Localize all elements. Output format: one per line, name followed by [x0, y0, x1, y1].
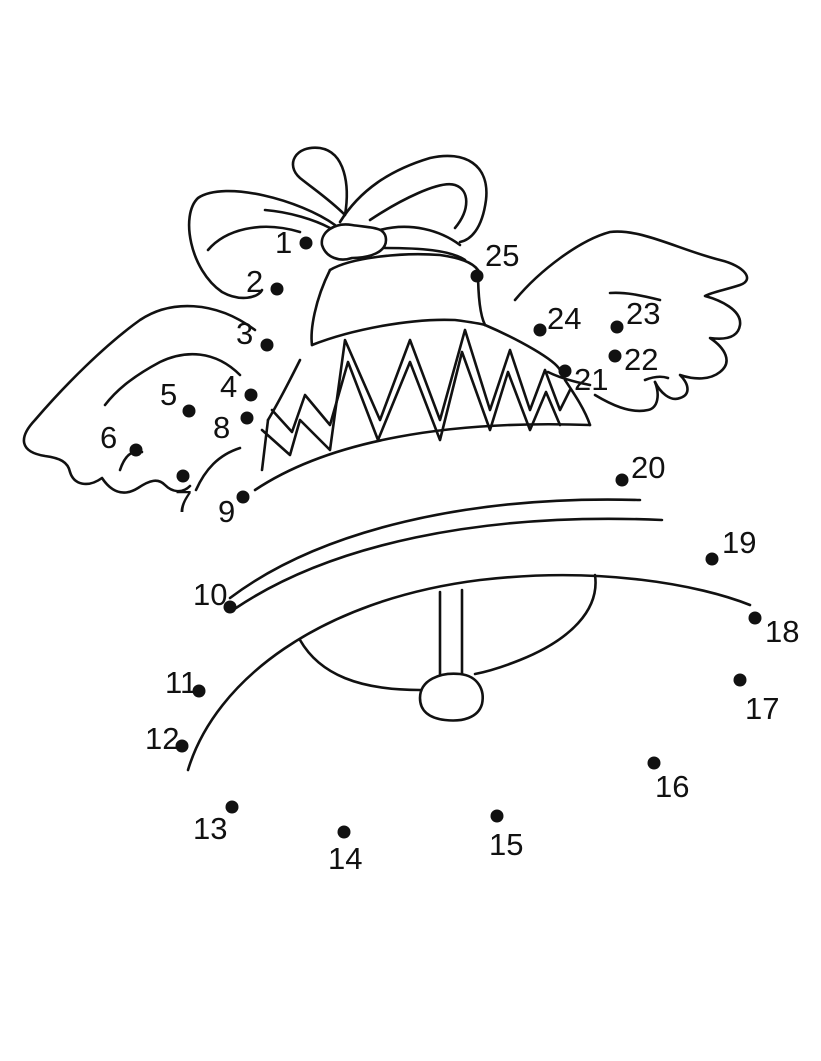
dot-number: 20	[631, 450, 665, 485]
dot-5: 5	[160, 377, 196, 418]
dot-marker	[129, 443, 143, 457]
dot-number: 18	[765, 614, 799, 649]
dot-marker	[610, 320, 624, 334]
dot-marker	[608, 349, 622, 363]
bell-band-drawing	[228, 422, 664, 610]
dot-19: 19	[705, 525, 756, 566]
dot-number: 7	[175, 484, 192, 519]
dot-number: 23	[626, 296, 660, 331]
dot-6: 6	[100, 420, 143, 457]
dot-marker	[558, 364, 572, 378]
dot-17: 17	[733, 673, 779, 726]
dot-number: 15	[489, 827, 523, 862]
dot-marker	[337, 825, 351, 839]
dot-marker	[733, 673, 747, 687]
dot-number: 19	[722, 525, 756, 560]
dot-marker	[176, 469, 190, 483]
dot-marker	[490, 809, 504, 823]
dot-number: 8	[213, 410, 230, 445]
dot-marker	[260, 338, 274, 352]
dot-marker	[748, 611, 762, 625]
dot-number: 9	[218, 494, 235, 529]
dot-marker	[533, 323, 547, 337]
bell-body-drawing	[260, 252, 592, 472]
dot-marker	[223, 600, 237, 614]
dot-number: 13	[193, 811, 227, 846]
dot-number: 4	[220, 369, 237, 404]
dot-3: 3	[236, 316, 274, 352]
dot-number: 12	[145, 721, 179, 756]
dot-2: 2	[246, 264, 284, 299]
dot-1: 1	[275, 225, 313, 260]
dot-number: 14	[328, 841, 362, 876]
dot-marker	[236, 490, 250, 504]
dot-marker	[705, 552, 719, 566]
dot-8: 8	[213, 410, 254, 445]
dot-marker	[182, 404, 196, 418]
dot-15: 15	[489, 809, 523, 862]
dot-marker	[225, 800, 239, 814]
dot-22: 22	[608, 342, 658, 377]
dot-number: 16	[655, 769, 689, 804]
dot-number: 5	[160, 377, 177, 412]
dot-12: 12	[145, 721, 189, 756]
dot-marker	[299, 236, 313, 250]
dot-marker	[175, 739, 189, 753]
dot-marker	[615, 473, 629, 487]
dot-9: 9	[218, 490, 250, 529]
dot-number: 6	[100, 420, 117, 455]
dot-number: 22	[624, 342, 658, 377]
dot-number: 2	[246, 264, 263, 299]
dot-4: 4	[220, 369, 258, 404]
left-wing-drawing	[22, 304, 257, 494]
dot-number: 17	[745, 691, 779, 726]
dot-14: 14	[328, 825, 362, 876]
dot-21: 21	[558, 362, 608, 397]
dot-number: 24	[547, 301, 581, 336]
dot-10: 10	[193, 577, 237, 614]
bow-drawing	[187, 146, 488, 300]
right-wing-drawing	[513, 230, 749, 413]
dot-number: 25	[485, 238, 519, 273]
dot-marker	[270, 282, 284, 296]
dot-marker	[240, 411, 254, 425]
dot-number: 11	[165, 665, 197, 700]
dot-number: 3	[236, 316, 253, 351]
dot-number: 21	[574, 362, 608, 397]
dot-marker	[647, 756, 661, 770]
dot-24: 24	[533, 301, 581, 337]
bell-mouth-drawing	[186, 573, 752, 772]
dot-23: 23	[610, 296, 660, 334]
dot-number: 10	[193, 577, 227, 612]
dot-marker	[244, 388, 258, 402]
dot-marker	[470, 269, 484, 283]
dot-11: 11	[165, 665, 206, 700]
dot-25: 25	[470, 238, 519, 283]
dot-20: 20	[615, 450, 665, 487]
dot-18: 18	[748, 611, 799, 649]
dot-16: 16	[647, 756, 689, 804]
dot-7: 7	[175, 469, 192, 519]
dot-number: 1	[275, 225, 292, 260]
dot-13: 13	[193, 800, 239, 846]
dot-marker	[192, 684, 206, 698]
